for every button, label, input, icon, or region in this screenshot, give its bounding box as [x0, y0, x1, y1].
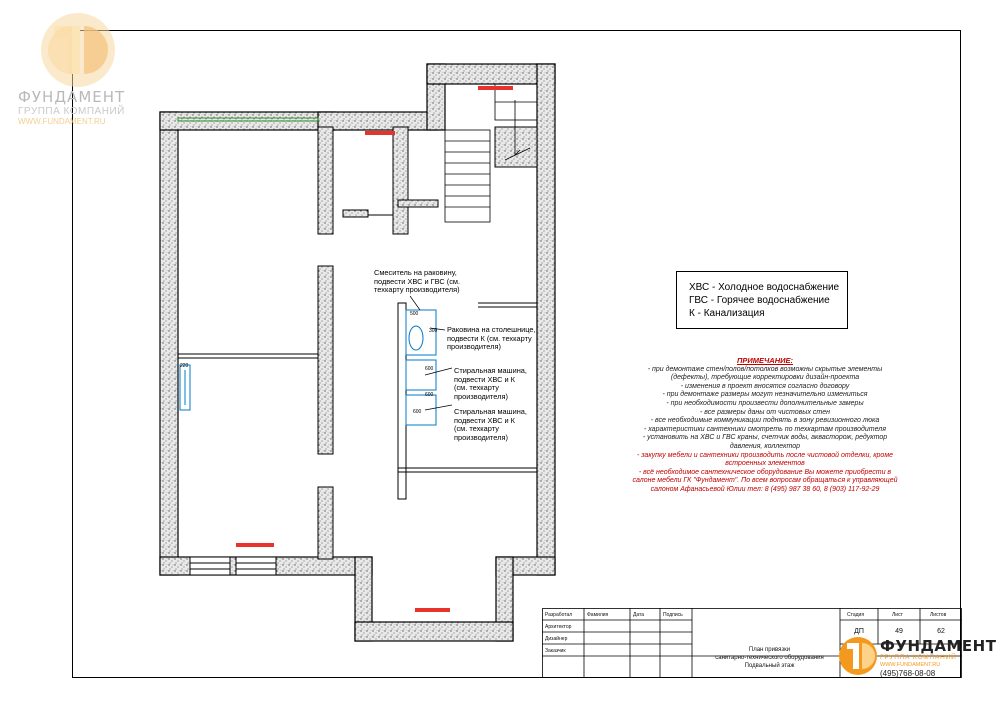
sheet-value: 49	[895, 628, 903, 635]
note-line: - изменения в проект вносятся согласно д…	[680, 382, 850, 390]
row-designer: Дизайнер	[545, 636, 568, 642]
note-line-red: - всё необходимое сантехническое оборудо…	[638, 468, 892, 476]
dim-220: 220	[180, 363, 189, 369]
logo-name: ФУНДАМЕНТ	[18, 88, 126, 106]
note-line: - при необходимости произвести дополните…	[666, 399, 864, 407]
legend-sewage: К - Канализация	[689, 308, 765, 319]
drawing-description: План привязки санитарно-технического обо…	[715, 647, 824, 669]
dim-500: 500	[410, 311, 419, 317]
callout-washer-1: Стиральная машина, подвести ХВС и К (см.…	[454, 366, 527, 401]
note-line: - при демонтаже размеры могут незначител…	[662, 391, 868, 399]
dim-300: 300	[429, 328, 438, 334]
windows	[177, 117, 319, 576]
radiators	[236, 86, 513, 612]
note-line-red: встроенных элементов	[725, 460, 805, 468]
note-line-red: салоне мебели ГК "Фундамент". По всем во…	[632, 477, 898, 485]
company-logo-bottom: ФУНДАМЕНТ ГРУППА КОМПАНИЙ WWW.FUNDAMENT.…	[838, 634, 996, 678]
callout-mixer: Смеситель на раковину, подвести ХВС и ГВ…	[374, 268, 461, 295]
sheets-value: 62	[937, 628, 945, 635]
dim-600a: 600	[425, 366, 434, 372]
note-line: (дефекты), требующие корректировки дизай…	[670, 374, 860, 382]
stairs	[444, 83, 538, 223]
row-architect: Архитектор	[545, 624, 572, 630]
title-block-grid	[542, 608, 962, 678]
header-signature: Подпись	[663, 612, 683, 618]
leader-lines	[409, 295, 453, 411]
fundament-logo-small-icon	[839, 637, 877, 675]
title-block: Разработал Архитектор Дизайнер Заказчик …	[542, 608, 962, 678]
legend-box: ХВС - Холодное водоснабжение ГВС - Горяч…	[676, 271, 848, 329]
partitions	[178, 199, 537, 500]
header-stage: Стадия	[847, 612, 865, 618]
company-logo-top: ФУНДАМЕНТ ГРУППА КОМПАНИЙ WWW.FUNDAMENT.…	[18, 12, 138, 126]
logo-bottom-url: WWW.FUNDAMENT.RU	[880, 662, 941, 668]
logo-bottom-phone: (495)768-08-08	[880, 669, 936, 678]
notes-title: ПРИМЕЧАНИЕ:	[736, 356, 794, 365]
dim-600c: 600	[413, 409, 422, 415]
interior-walls	[317, 126, 538, 560]
header-sheet: Лист	[892, 612, 903, 618]
logo-url: WWW.FUNDAMENT.RU	[18, 117, 106, 126]
drawing-frame	[72, 30, 961, 678]
legend-hot-water: ГВС - Горячее водоснабжение	[689, 295, 830, 306]
note-line: - установить на ХВС и ГВС краны, счетчик…	[642, 434, 888, 442]
plumbing-fixtures	[179, 309, 437, 426]
note-line: - при демонтаже стен/полов/потолков возм…	[647, 365, 883, 373]
header-date: Дата	[633, 612, 645, 618]
row-customer: Заказчик	[545, 648, 566, 654]
note-line: - характеристики сантехники смотреть по …	[643, 425, 886, 433]
note-line: - все необходимые коммуникации поднять в…	[650, 417, 880, 425]
note-line: - все размеры даны от чистовых стен	[700, 408, 830, 416]
callout-sink: Раковина на столешнице, подвести К (см. …	[447, 325, 536, 352]
fundament-logo-icon	[41, 13, 115, 87]
row-developer: Разработал	[545, 612, 573, 618]
notes-block: ПРИМЕЧАНИЕ: - при демонтаже стен/полов/п…	[620, 356, 910, 495]
stage-value: ДП	[854, 628, 864, 635]
note-line: давления, коллектор	[729, 442, 801, 450]
callout-washer-2: Стиральная машина, подвести ХВС и К (см.…	[454, 407, 527, 442]
logo-bottom-subtitle: ГРУППА КОМПАНИЙ	[880, 654, 957, 661]
dim-600b: 600	[425, 392, 434, 398]
logo-bottom-name: ФУНДАМЕНТ	[880, 637, 997, 655]
note-line-red: салоном Афанасьевой Юлии тел: 8 (495) 98…	[650, 485, 880, 493]
legend-cold-water: ХВС - Холодное водоснабжение	[689, 282, 840, 293]
note-line-red: - закупку мебели и сантехники производит…	[636, 451, 894, 459]
logo-subtitle: ГРУППА КОМПАНИЙ	[18, 106, 125, 117]
header-surname: Фамилия	[587, 612, 609, 618]
header-sheets: Листов	[930, 612, 947, 618]
